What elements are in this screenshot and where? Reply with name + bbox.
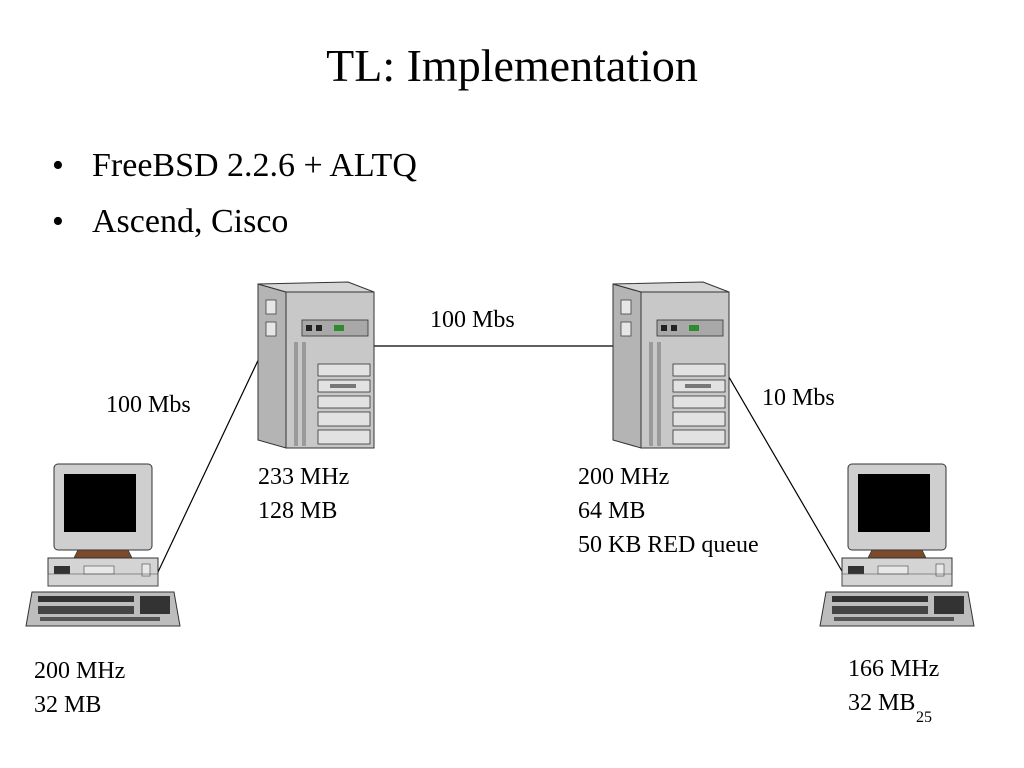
link-router2-host2 <box>725 371 847 579</box>
link-label-host1-router1: 100 Mbs <box>106 392 191 418</box>
router-1-server-tower-icon <box>257 281 375 449</box>
host-1-desktop-computer-icon <box>25 463 181 627</box>
bullet-text: Ascend, Cisco <box>92 203 289 240</box>
spec-line: 200 MHz <box>34 658 126 684</box>
bullet-item: • FreeBSD 2.2.6 + ALTQ <box>52 146 417 186</box>
bullet-icon: • <box>52 147 64 184</box>
spec-line: 64 MB <box>578 498 646 524</box>
bullet-icon: • <box>52 203 64 240</box>
link-label-router1-router2: 100 Mbs <box>430 307 515 333</box>
link-label-router2-host2: 10 Mbs <box>762 385 835 411</box>
router-2-specs: 200 MHz 64 MB 50 KB RED queue <box>578 460 759 562</box>
bullet-list: • FreeBSD 2.2.6 + ALTQ • Ascend, Cisco <box>52 146 417 258</box>
bullet-item: • Ascend, Cisco <box>52 202 417 242</box>
spec-line: 32 MB <box>848 690 916 716</box>
spec-line: 50 KB RED queue <box>578 532 759 558</box>
router-2-server-tower-icon <box>612 281 730 449</box>
spec-line: 233 MHz <box>258 464 350 490</box>
page-number: 25 <box>916 709 932 726</box>
spec-line: 200 MHz <box>578 464 670 490</box>
link-host1-router1 <box>157 351 263 573</box>
slide-title: TL: Implementation <box>326 40 698 91</box>
host-2-desktop-computer-icon <box>819 463 975 627</box>
host-1-specs: 200 MHz 32 MB <box>34 654 125 722</box>
spec-line: 128 MB <box>258 498 338 524</box>
spec-line: 166 MHz <box>848 656 940 682</box>
host-2-specs: 166 MHz 32 MB <box>848 652 939 720</box>
router-1-specs: 233 MHz 128 MB <box>258 460 349 528</box>
spec-line: 32 MB <box>34 692 102 718</box>
bullet-text: FreeBSD 2.2.6 + ALTQ <box>92 147 417 184</box>
